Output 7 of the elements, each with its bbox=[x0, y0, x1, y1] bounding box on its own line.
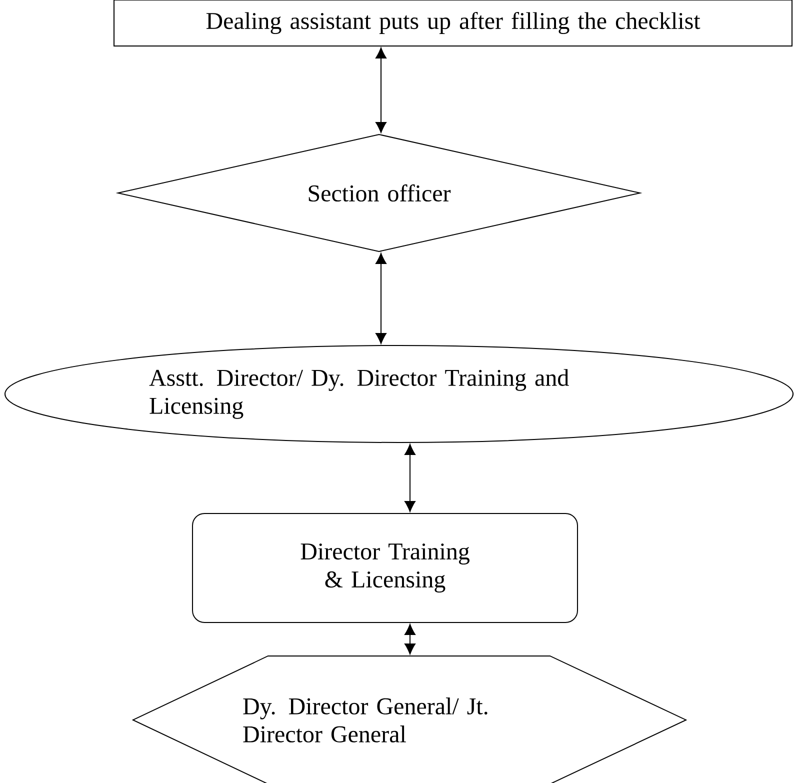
arrow bbox=[404, 624, 416, 654]
arrow bbox=[376, 48, 386, 133]
arrow bbox=[404, 444, 416, 512]
ellipse-node: Asstt. Director/ Dy. Director Training and Licensing bbox=[4, 344, 794, 443]
process-box: Dealing assistant puts up after filling the checklist bbox=[114, 0, 792, 46]
rounded-box: Director Training & Licensing bbox=[192, 512, 578, 623]
arrow bbox=[376, 253, 386, 344]
